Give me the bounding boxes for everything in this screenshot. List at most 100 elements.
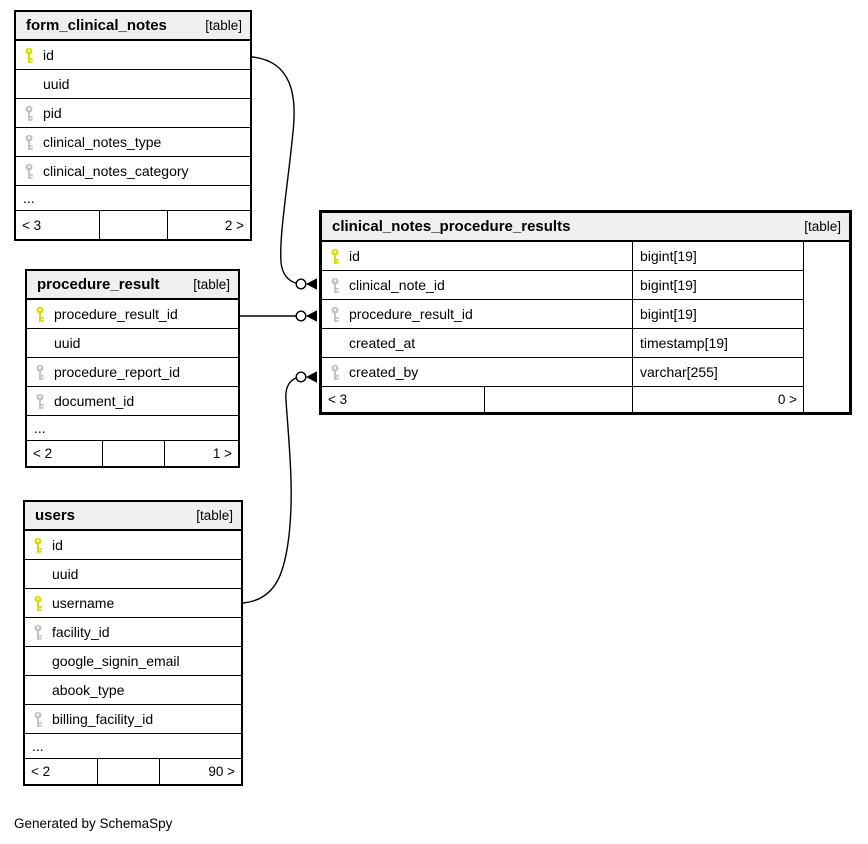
table-form-clinical-notes: form_clinical_notes [table] id uuid pid … <box>14 10 252 241</box>
column-type: bigint[19] <box>640 248 697 264</box>
column-name: clinical_notes_category <box>43 163 189 179</box>
more-columns-indicator: ... <box>27 416 238 441</box>
foreign-key-icon <box>35 393 46 410</box>
primary-key-icon <box>33 595 44 612</box>
footer-children-count: 1 > <box>212 446 232 461</box>
footer-parents-count: < 2 <box>27 441 103 466</box>
table-title: form_clinical_notes <box>26 17 167 34</box>
column-name: abook_type <box>52 682 125 698</box>
primary-key-icon <box>330 248 341 265</box>
table-footer: < 2 90 > <box>25 759 241 784</box>
arrowhead-created-by <box>306 371 317 383</box>
column-row-id[interactable]: id <box>16 41 250 70</box>
column-name: uuid <box>43 76 70 92</box>
foreign-key-icon <box>33 711 44 728</box>
column-name: id <box>349 248 360 264</box>
footer-children-count: 0 > <box>777 392 797 407</box>
foreign-key-icon <box>24 105 35 122</box>
relationship-line-users-to-created-by <box>242 377 297 604</box>
primary-key-icon <box>24 47 35 64</box>
primary-key-icon <box>33 537 44 554</box>
column-row-created-at[interactable]: created_at timestamp[19] <box>322 329 803 358</box>
primary-key-icon <box>35 306 46 323</box>
cardinality-circle-created-by <box>295 371 307 383</box>
more-columns-indicator: ... <box>16 186 250 211</box>
column-name: clinical_note_id <box>349 277 445 293</box>
table-footer: < 2 1 > <box>27 441 238 466</box>
table-footer: < 3 0 > <box>322 387 803 412</box>
table-users: users [table] id uuid username facility_… <box>23 500 243 786</box>
column-name: procedure_result_id <box>54 306 178 322</box>
column-type: bigint[19] <box>640 277 697 293</box>
column-row-username[interactable]: username <box>25 589 241 618</box>
column-name: procedure_result_id <box>349 306 473 322</box>
column-row-procedure-report-id[interactable]: procedure_report_id <box>27 358 238 387</box>
column-name: created_at <box>349 335 416 351</box>
table-procedure-result: procedure_result [table] procedure_resul… <box>25 269 240 468</box>
table-type-badge: [table] <box>804 219 841 234</box>
table-header-form-clinical-notes[interactable]: form_clinical_notes [table] <box>16 12 250 41</box>
foreign-key-icon <box>24 163 35 180</box>
column-name: pid <box>43 105 62 121</box>
column-row-pid[interactable]: pid <box>16 99 250 128</box>
table-footer: < 3 2 > <box>16 211 250 239</box>
table-header-procedure-result[interactable]: procedure_result [table] <box>27 271 238 300</box>
column-row-facility-id[interactable]: facility_id <box>25 618 241 647</box>
table-type-badge: [table] <box>193 277 230 292</box>
footer-children-count: 90 > <box>208 764 235 779</box>
column-name: id <box>52 537 63 553</box>
footer-spacer <box>485 387 633 412</box>
table-title: procedure_result <box>37 276 160 293</box>
footer-parents-count: < 3 <box>16 211 100 239</box>
column-row-clinical-notes-category[interactable]: clinical_notes_category <box>16 157 250 186</box>
column-row-uuid[interactable]: uuid <box>27 329 238 358</box>
column-row-uuid[interactable]: uuid <box>16 70 250 99</box>
column-row-id[interactable]: id <box>25 531 241 560</box>
arrowhead-clinical-note-id <box>306 278 317 290</box>
column-type: varchar[255] <box>640 364 718 380</box>
column-name: billing_facility_id <box>52 711 154 727</box>
column-row-google-signin-email[interactable]: google_signin_email <box>25 647 241 676</box>
column-row-clinical-note-id[interactable]: clinical_note_id bigint[19] <box>322 271 803 300</box>
empty-side-column <box>803 242 849 412</box>
relationship-line-form-clinical-notes-to-clinical-note-id <box>251 56 297 284</box>
column-name: id <box>43 47 54 63</box>
column-row-clinical-notes-type[interactable]: clinical_notes_type <box>16 128 250 157</box>
column-name: facility_id <box>52 624 110 640</box>
table-header-clinical-notes-procedure-results[interactable]: clinical_notes_procedure_results [table] <box>322 213 849 242</box>
foreign-key-icon <box>35 364 46 381</box>
column-row-id[interactable]: id bigint[19] <box>322 242 803 271</box>
column-name: created_by <box>349 364 419 380</box>
column-row-created-by[interactable]: created_by varchar[255] <box>322 358 803 387</box>
column-row-procedure-result-id[interactable]: procedure_result_id bigint[19] <box>322 300 803 329</box>
cardinality-circle-procedure-result-id <box>295 310 307 322</box>
foreign-key-icon <box>330 364 341 381</box>
footer-parents-count: < 2 <box>25 759 98 784</box>
footer-spacer <box>100 211 168 239</box>
column-name: uuid <box>54 335 81 351</box>
column-name: document_id <box>54 393 135 409</box>
column-type: bigint[19] <box>640 306 697 322</box>
column-row-document-id[interactable]: document_id <box>27 387 238 416</box>
column-row-billing-facility-id[interactable]: billing_facility_id <box>25 705 241 734</box>
column-name: uuid <box>52 566 79 582</box>
footer-parents-count: < 3 <box>322 387 485 412</box>
foreign-key-icon <box>33 624 44 641</box>
column-name: clinical_notes_type <box>43 134 162 150</box>
footer-children-count: 2 > <box>224 217 244 233</box>
foreign-key-icon <box>24 134 35 151</box>
more-columns-indicator: ... <box>25 734 241 759</box>
column-row-procedure-result-id[interactable]: procedure_result_id <box>27 300 238 329</box>
column-type: timestamp[19] <box>640 335 728 351</box>
table-title: clinical_notes_procedure_results <box>332 218 571 235</box>
arrowhead-procedure-result-id <box>306 310 317 322</box>
foreign-key-icon <box>330 277 341 294</box>
cardinality-circle-clinical-note-id <box>295 278 307 290</box>
table-header-users[interactable]: users [table] <box>25 502 241 531</box>
column-row-uuid[interactable]: uuid <box>25 560 241 589</box>
table-body: id bigint[19] clinical_note_id bigint[19… <box>322 242 849 412</box>
column-row-abook-type[interactable]: abook_type <box>25 676 241 705</box>
generator-credit: Generated by SchemaSpy <box>14 816 173 831</box>
footer-spacer <box>98 759 160 784</box>
